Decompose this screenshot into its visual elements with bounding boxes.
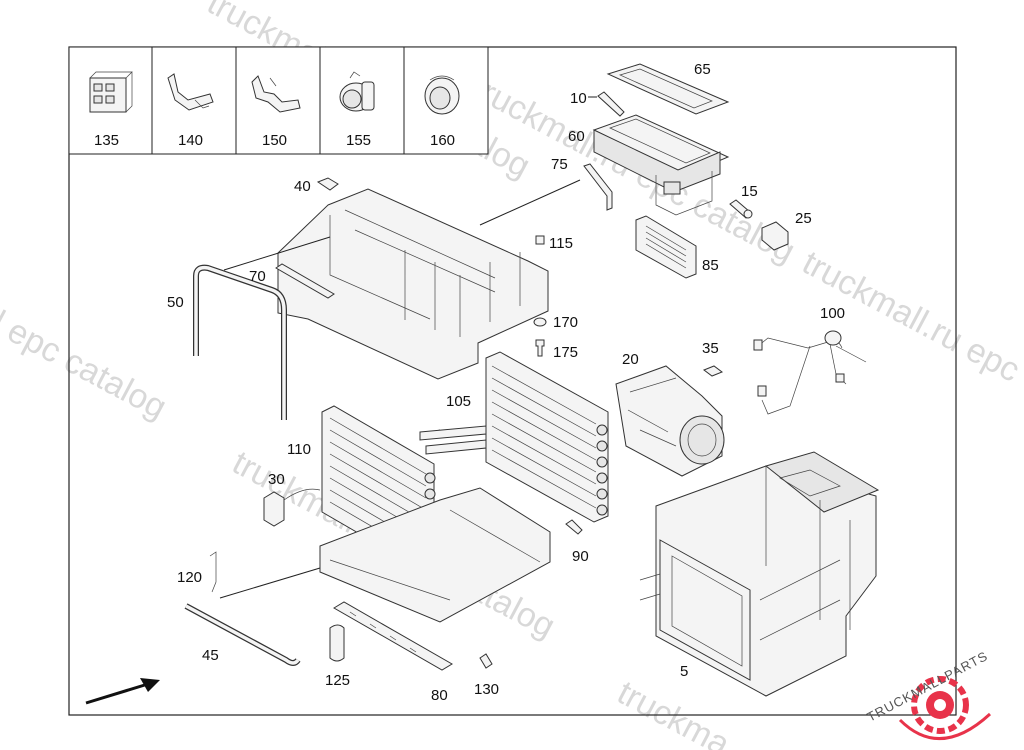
legend-label: 160 (430, 132, 455, 149)
callout-label: 170 (553, 314, 578, 331)
callout-label: 80 (431, 687, 448, 704)
screw-90 (565, 519, 583, 535)
callout-label: 105 (446, 393, 471, 410)
bulb-socket-icon (339, 71, 375, 112)
callout-label: 20 (622, 351, 639, 368)
callout-label: 5 (680, 663, 688, 680)
seal-frame-65 (606, 63, 730, 115)
callout-label: 110 (287, 441, 311, 458)
screw-10 (597, 91, 625, 117)
upper-housing-group (193, 177, 549, 420)
diagram-frame (68, 46, 957, 716)
legend-label: 135 (94, 132, 119, 149)
callout-label: 115 (549, 235, 573, 252)
clip-25 (761, 221, 789, 251)
brand-name: TRUCKMALLPARTS (864, 648, 990, 725)
watermark: l epc catalog (0, 304, 173, 427)
logo-gear-icon (911, 676, 969, 734)
upper-housing-cover (277, 188, 549, 380)
clip-40 (316, 177, 339, 191)
clip-115 (535, 235, 545, 245)
hvac-housing-5 (639, 451, 880, 697)
direction-arrow-icon (85, 678, 160, 705)
bolt-175 (535, 339, 545, 357)
bracket-75 (583, 163, 613, 211)
callout-label: 50 (167, 294, 184, 311)
callout-label: 60 (568, 128, 585, 145)
strip-80 (333, 601, 453, 671)
lower-small-parts (184, 488, 583, 671)
callout-label: 15 (741, 183, 758, 200)
callout-label: 35 (702, 340, 719, 357)
washer-35 (702, 365, 724, 377)
legend-label: 140 (178, 132, 203, 149)
callout-label: 10 (570, 90, 587, 107)
clip-130 (479, 653, 493, 669)
callout-label: 70 (249, 268, 266, 285)
valve-30 (263, 491, 285, 527)
callout-label: 175 (553, 344, 578, 361)
callout-labels: 65 10 60 75 15 25 85 40 115 70 50 170 17… (167, 61, 845, 704)
filter-85 (635, 215, 697, 279)
callout-label: 30 (268, 471, 285, 488)
callout-label: 40 (294, 178, 311, 195)
callout-label: 130 (474, 681, 499, 698)
grommet-icon (424, 75, 460, 115)
seal-strip-70 (275, 263, 335, 299)
connector-housing-icon (89, 71, 133, 113)
terminal-pin-icon (167, 73, 214, 111)
clip-120 (209, 551, 217, 593)
washer-170 (533, 317, 547, 327)
callout-label: 120 (177, 569, 202, 586)
callout-label: 100 (820, 305, 845, 322)
callout-label: 90 (572, 548, 589, 565)
wiring-harness-100 (753, 330, 867, 415)
callout-label: 85 (702, 257, 719, 274)
watermark: truckma (611, 674, 736, 750)
callout-label: 125 (325, 672, 350, 689)
drain-tray (319, 487, 551, 623)
small-parts-legend: 135 140 150 155 160 (68, 46, 489, 155)
callout-label: 75 (551, 156, 568, 173)
callout-label: 65 (694, 61, 711, 78)
filter-housing-group (583, 63, 789, 279)
brand-logo: TRUCKMALLPARTS (864, 648, 992, 741)
callout-label: 25 (795, 210, 812, 227)
callout-label: 45 (202, 647, 219, 664)
blower-motor-20 (615, 365, 725, 477)
legend-label: 150 (262, 132, 287, 149)
legend-label: 155 (346, 132, 371, 149)
seal-125 (329, 624, 345, 662)
evaporator-105 (419, 351, 609, 523)
terminal-pin-icon (251, 75, 301, 113)
